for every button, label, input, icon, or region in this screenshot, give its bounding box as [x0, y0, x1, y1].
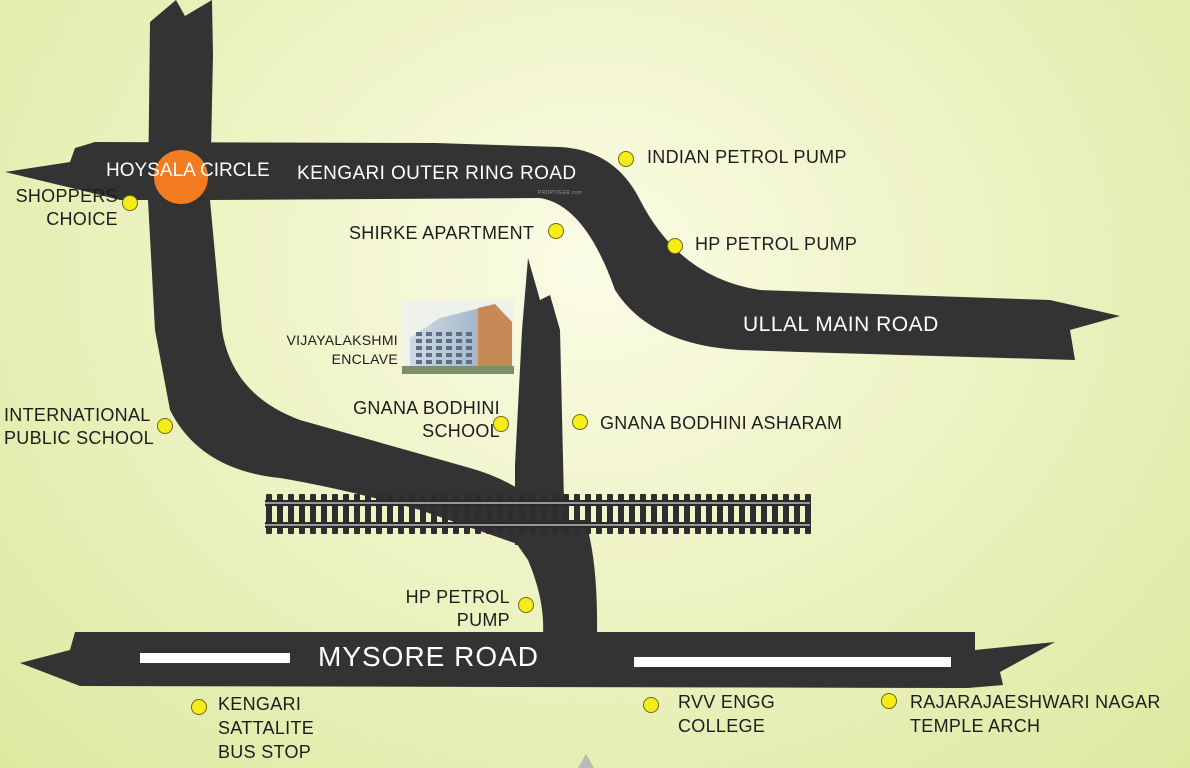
- hoysala-circle-label: HOYSALA CIRCLE: [106, 160, 270, 182]
- rr-nagar-line1: RAJARAJAESHWARI NAGAR: [910, 692, 1161, 712]
- gnana-bodhini-asharam-marker: [572, 414, 588, 430]
- building-window: [426, 353, 432, 357]
- building-window: [446, 353, 452, 357]
- project-label: VIJAYALAKSHMI ENCLAVE: [268, 331, 398, 369]
- mysore-road-shape: [20, 632, 1055, 688]
- mysore-road-label: MYSORE ROAD: [318, 641, 540, 672]
- building-window: [416, 332, 422, 336]
- north-south-road: [148, 0, 560, 545]
- rr-nagar-line2: TEMPLE ARCH: [910, 716, 1041, 736]
- vijayalakshmi-enclave-image: [402, 300, 514, 374]
- building-window: [416, 339, 422, 343]
- rvv-line2: COLLEGE: [678, 716, 766, 736]
- rr-nagar-temple-arch-label: RAJARAJAESHWARI NAGAR TEMPLE ARCH: [910, 690, 1161, 738]
- building-window: [456, 360, 462, 364]
- hp-petrol-pump-south-marker: [518, 597, 534, 613]
- lane-marking-right: [634, 657, 951, 667]
- building-window: [466, 339, 472, 343]
- kengari-line3: BUS STOP: [218, 742, 312, 762]
- rr-nagar-temple-arch-marker: [881, 693, 897, 709]
- kengari-outer-ring-road: [5, 142, 1120, 360]
- gnana-school-line1: GNANA BODHINI: [353, 398, 500, 418]
- building-window: [436, 332, 442, 336]
- building-window: [466, 360, 472, 364]
- shirke-apartment-label: SHIRKE APARTMENT: [349, 223, 535, 243]
- rvv-engg-college-marker: [643, 697, 659, 713]
- lane-marking-left: [140, 653, 290, 663]
- indian-petrol-pump-label: INDIAN PETROL PUMP: [647, 147, 847, 167]
- building-window: [416, 360, 422, 364]
- building-window: [436, 339, 442, 343]
- building-window: [426, 332, 432, 336]
- building-window: [456, 346, 462, 350]
- kengari-bus-stop-marker: [191, 699, 207, 715]
- rvv-engg-college-label: RVV ENGG COLLEGE: [678, 690, 775, 738]
- hoysala-label-left: HOYSALA: [106, 160, 195, 181]
- kengari-line1: KENGARI: [218, 694, 302, 714]
- building-window: [416, 346, 422, 350]
- shoppers-choice-line2: CHOICE: [46, 209, 118, 229]
- shoppers-choice-label: SHOPPERS CHOICE: [6, 185, 118, 231]
- hp-petrol-pump-south-label: HP PETROL PUMP: [380, 586, 510, 632]
- building-window: [436, 353, 442, 357]
- building-window: [426, 339, 432, 343]
- watermark: PROPTIGER.com: [538, 190, 583, 196]
- kengari-outer-ring-road-label: KENGARI OUTER RING ROAD: [297, 163, 577, 184]
- hp-pump-south-line1: HP PETROL: [405, 587, 510, 607]
- gnana-bodhini-asharam-label: GNANA BODHINI ASHARAM: [600, 413, 843, 433]
- gnana-bodhini-school-marker: [493, 416, 509, 432]
- gnana-bodhini-school-label: GNANA BODHINI SCHOOL: [310, 397, 500, 443]
- building-window: [446, 339, 452, 343]
- international-public-school-marker: [157, 418, 173, 434]
- railway-track: [265, 494, 811, 534]
- hoysala-circle-marker: [154, 150, 208, 204]
- international-school-line2: PUBLIC SCHOOL: [4, 428, 154, 448]
- hoysala-label-right: CIRCLE: [200, 160, 270, 181]
- building-window: [456, 339, 462, 343]
- shoppers-choice-line1: SHOPPERS: [15, 186, 118, 206]
- hp-petrol-pump-north-marker: [667, 238, 683, 254]
- building-window: [466, 353, 472, 357]
- building-window: [466, 346, 472, 350]
- hp-pump-south-line2: PUMP: [456, 610, 510, 630]
- kengari-bus-stop-label: KENGARI SATTALITE BUS STOP: [218, 692, 314, 764]
- building-window: [456, 353, 462, 357]
- rvv-line1: RVV ENGG: [678, 692, 776, 712]
- international-public-school-label: INTERNATIONAL PUBLIC SCHOOL: [4, 404, 154, 450]
- building-window: [436, 360, 442, 364]
- kengari-line2: SATTALITE: [218, 718, 315, 738]
- bottom-road-stub: [578, 754, 594, 768]
- hp-petrol-pump-north-label: HP PETROL PUMP: [695, 234, 858, 254]
- shoppers-choice-marker: [122, 195, 138, 211]
- building-window: [446, 360, 452, 364]
- gnana-school-line2: SCHOOL: [422, 421, 500, 441]
- building-window: [446, 332, 452, 336]
- indian-petrol-pump-marker: [618, 151, 634, 167]
- building-window: [416, 353, 422, 357]
- project-label-line2: ENCLAVE: [331, 351, 398, 367]
- building-window: [456, 332, 462, 336]
- railway-to-mysore-road: [500, 520, 598, 635]
- project-label-line1: VIJAYALAKSHMI: [286, 332, 398, 348]
- shirke-apartment-marker: [548, 223, 564, 239]
- international-school-line1: INTERNATIONAL: [4, 405, 151, 425]
- building-window: [426, 360, 432, 364]
- shirke-link-road: [515, 258, 565, 545]
- building-window: [436, 346, 442, 350]
- building-window: [426, 346, 432, 350]
- building-window: [446, 346, 452, 350]
- ullal-main-road-label: ULLAL MAIN ROAD: [743, 313, 939, 336]
- building-window: [466, 332, 472, 336]
